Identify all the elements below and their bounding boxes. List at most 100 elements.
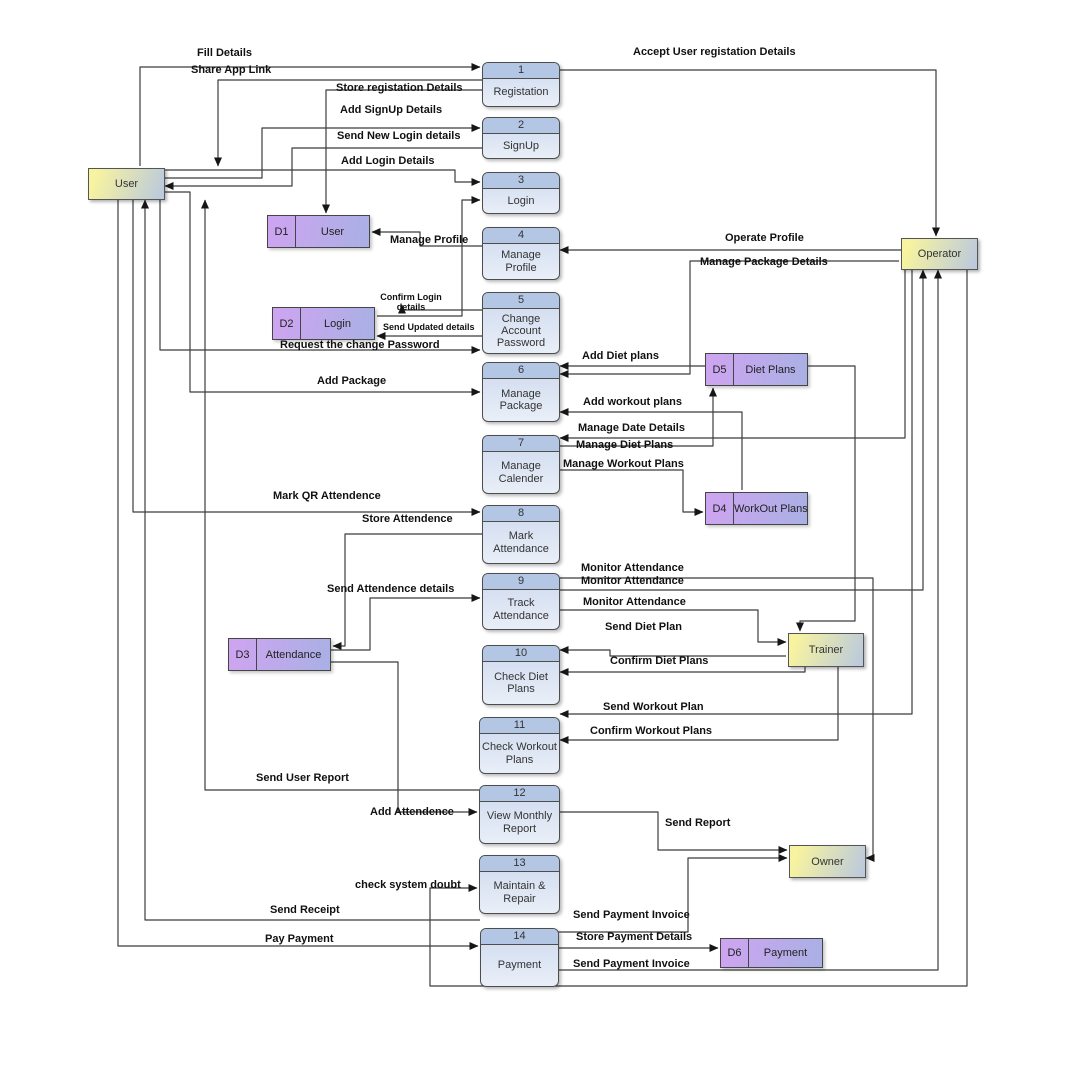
flow-label-store-registation-details: Store registation Details — [336, 82, 463, 94]
datastore-id: D1 — [268, 216, 296, 247]
wire-manage-package-details — [559, 260, 899, 378]
process-number: 11 — [480, 718, 559, 734]
datastore-d2-login: D2 Login — [272, 307, 375, 340]
wire-store-attendence — [332, 533, 482, 650]
datastore-d5-diet-plans: D5 Diet Plans — [705, 353, 808, 386]
process-label: Check Diet Plans — [494, 670, 548, 695]
process-label: Login — [507, 194, 535, 207]
process-label: Maintain & Repair — [493, 880, 546, 905]
process-label: Manage Calender — [498, 460, 544, 485]
datastore-label: Payment — [763, 947, 808, 959]
wire-send-user-report — [201, 199, 479, 791]
flow-label-add-signup-details: Add SignUp Details — [340, 104, 443, 116]
process-label: Track Attendance — [493, 597, 549, 622]
wire-store-registation-details — [322, 89, 482, 214]
entity-trainer-label: Trainer — [808, 644, 844, 656]
wire-send-receipt — [141, 199, 480, 921]
flow-label-accept-user-registation-details: Accept User registation Details — [633, 46, 796, 58]
process-number: 2 — [483, 118, 559, 134]
datastore-id: D4 — [706, 493, 734, 524]
flow-label-add-attendence: Add Attendence — [370, 806, 454, 818]
flow-label-send-payment-invoice-top: Send Payment Invoice — [573, 909, 690, 921]
flow-label-mark-qr-attendence: Mark QR Attendence — [273, 490, 381, 502]
process-label: Mark Attendance — [493, 530, 549, 555]
wire-confirm-workout-plans — [559, 665, 839, 744]
process-number: 1 — [483, 63, 559, 79]
flow-label-manage-diet-plans: Manage Diet Plans — [576, 439, 674, 451]
process-manage-package: 6 Manage Package — [482, 362, 560, 422]
wire-mark-qr-attendence — [132, 198, 481, 516]
flow-label-share-app-link: Share App Link — [191, 64, 272, 76]
process-check-diet-plans: 10 Check Diet Plans — [482, 645, 560, 705]
wire-monitor-attendance-3 — [558, 609, 787, 646]
wire-confirm-login-details — [398, 304, 482, 314]
process-registation: 1 Registation — [482, 62, 560, 107]
flow-label-monitor-attendance-2: Monitor Attendance — [581, 575, 684, 587]
wire-manage-date-details — [559, 268, 906, 442]
flow-label-operate-profile: Operate Profile — [725, 232, 804, 244]
wire-send-payment-invoice-bottom — [558, 269, 942, 971]
process-number: 5 — [483, 293, 559, 309]
flow-label-monitor-attendance-3: Monitor Attendance — [583, 596, 686, 608]
process-manage-calender: 7 Manage Calender — [482, 435, 560, 494]
flow-label-manage-workout-plans: Manage Workout Plans — [563, 458, 684, 470]
process-label: View Monthly Report — [486, 810, 553, 835]
flow-label-request-the-change-password: Request the change Password — [280, 339, 440, 351]
wire-send-payment-invoice-top — [558, 854, 788, 933]
datastore-d1-user: D1 User — [267, 215, 370, 248]
flow-label-add-package: Add Package — [317, 375, 387, 387]
process-view-monthly-report: 12 View Monthly Report — [479, 785, 560, 844]
wire-add-workout-plans — [559, 408, 743, 490]
datastore-label: User — [320, 225, 345, 238]
wire-pay-payment — [117, 198, 479, 950]
wire-send-diet-plan — [559, 646, 786, 657]
process-label: Manage Profile — [501, 249, 541, 274]
flow-label-manage-package-details: Manage Package Details — [700, 256, 828, 268]
process-check-workout-plans: 11 Check Workout Plans — [479, 717, 560, 774]
flow-label-fill-details: Fill Details — [197, 47, 253, 59]
process-track-attendance: 9 Track Attendance — [482, 573, 560, 630]
wire-add-attendence — [331, 661, 478, 816]
process-mark-attendance: 8 Mark Attendance — [482, 505, 560, 564]
process-manage-profile: 4 Manage Profile — [482, 227, 560, 280]
flow-label-send-new-login-details: Send New Login details — [337, 130, 461, 142]
flow-label-send-updated-details: Send Updated details — [383, 322, 475, 332]
process-number: 8 — [483, 506, 559, 522]
flow-label-add-workout-plans: Add workout plans — [583, 396, 682, 408]
entity-trainer: Trainer — [788, 633, 864, 667]
process-number: 12 — [480, 786, 559, 802]
datastore-d3-attendance: D3 Attendance — [228, 638, 331, 671]
process-maintain-repair: 13 Maintain & Repair — [479, 855, 560, 914]
wire-login-verify — [377, 196, 481, 317]
entity-operator: Operator — [901, 238, 978, 270]
wire-manage-workout-plans — [558, 469, 704, 516]
process-label: Check Workout Plans — [482, 741, 557, 766]
entity-operator-label: Operator — [917, 248, 962, 260]
flow-label-pay-payment: Pay Payment — [265, 933, 334, 945]
entity-owner: Owner — [789, 845, 866, 878]
flow-label-confirm-login-details: Confirm Login details — [380, 292, 442, 312]
entity-user: User — [88, 168, 165, 200]
process-number: 10 — [483, 646, 559, 662]
wire-request-change-password — [159, 198, 481, 354]
datastore-label: Login — [324, 317, 351, 330]
flow-label-confirm-diet-plans: Confirm Diet Plans — [610, 655, 709, 667]
datastore-label: WorkOut Plans — [734, 502, 808, 515]
datastore-label: Attendance — [265, 648, 322, 661]
datastore-id: D2 — [273, 308, 301, 339]
flow-label-send-report: Send Report — [665, 817, 731, 829]
process-label: Change Account Password — [496, 312, 546, 350]
flow-label-manage-profile: Manage Profile — [390, 234, 469, 246]
wire-send-workout-plan — [559, 268, 913, 718]
datastore-d6-payment: D6 Payment — [720, 938, 823, 968]
datastore-d4-workout-plans: D4 WorkOut Plans — [705, 492, 808, 525]
wire-monitor-attendance-1 — [558, 577, 875, 862]
process-change-account-password: 5 Change Account Password — [482, 292, 560, 354]
wire-add-signup-details — [163, 124, 481, 179]
flow-label-send-receipt: Send Receipt — [270, 904, 340, 916]
wire-add-package — [163, 191, 481, 396]
process-label: Registation — [493, 86, 549, 99]
datastore-id: D5 — [706, 354, 734, 385]
flow-label-add-login-details: Add Login Details — [341, 155, 435, 167]
flow-label-store-attendence: Store Attendence — [362, 513, 453, 525]
